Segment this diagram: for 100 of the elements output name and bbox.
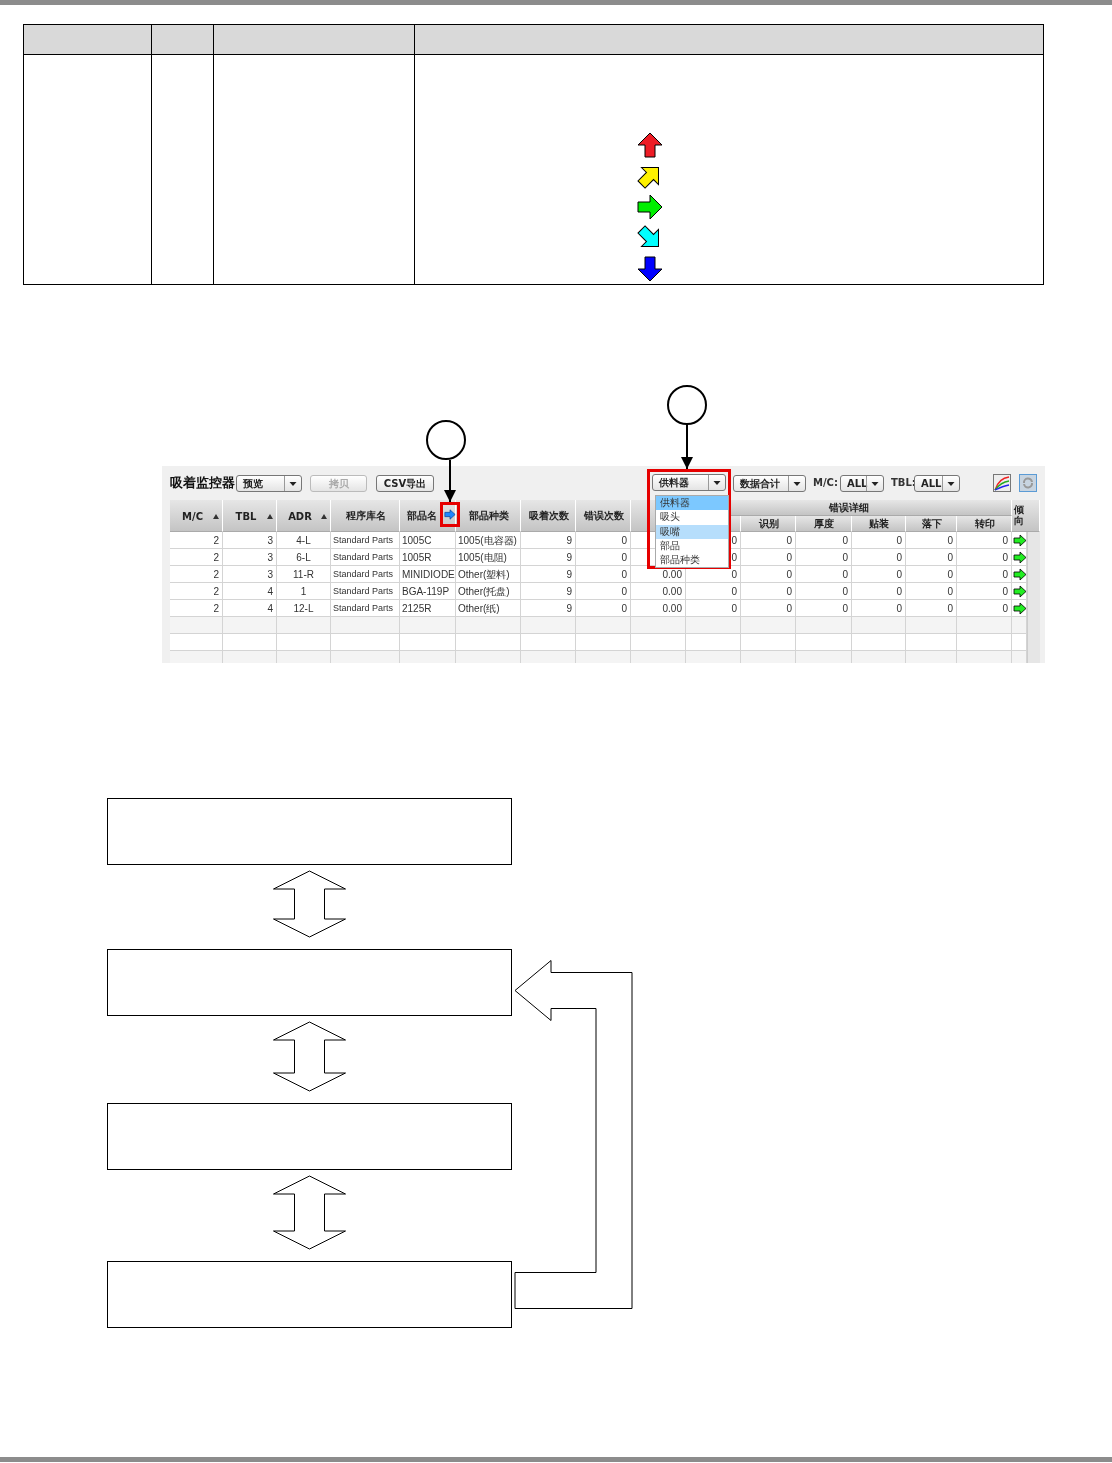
cell-text: Standard Parts bbox=[333, 568, 394, 581]
cell-text: Standard Parts bbox=[333, 551, 394, 564]
callout-circle bbox=[667, 385, 707, 425]
cell-text: 0.00 bbox=[662, 568, 682, 581]
cell-text: Other(纸) bbox=[458, 602, 500, 615]
cell-text: 2 bbox=[213, 585, 219, 598]
cell-text: 0 bbox=[842, 568, 848, 581]
cell-text: 0 bbox=[896, 551, 902, 564]
cell-text: Other(塑料) bbox=[458, 568, 510, 581]
cell-text: 0 bbox=[786, 534, 792, 547]
cell-text: 0 bbox=[731, 534, 737, 547]
column-header: 转印 bbox=[974, 517, 995, 531]
cell-text: 0 bbox=[786, 551, 792, 564]
dropdown-select: ALL bbox=[840, 475, 884, 492]
highlight-box bbox=[647, 469, 731, 569]
cell-text: 3 bbox=[267, 568, 273, 581]
cell-text: 0 bbox=[1002, 602, 1008, 615]
dropdown-select: 供料器 bbox=[652, 474, 726, 491]
cell-text: 0 bbox=[896, 568, 902, 581]
column-header: 落下 bbox=[921, 517, 942, 531]
cell-text: 0 bbox=[842, 602, 848, 615]
column-header: ADR bbox=[288, 510, 312, 522]
cell-text: 0.00 bbox=[662, 602, 682, 615]
window-title: 吸着监控器 bbox=[170, 474, 235, 492]
cell-text: 0 bbox=[947, 585, 953, 598]
cell-text: 9 bbox=[566, 585, 572, 598]
arrow bbox=[681, 424, 693, 470]
dropdown-select: 数据合计 bbox=[733, 475, 806, 492]
column-header: M/C bbox=[182, 510, 203, 522]
dropdown-option: 部品种类 bbox=[656, 553, 728, 568]
column-header: 倾向 bbox=[1014, 504, 1024, 526]
cell-text: Standard Parts bbox=[333, 602, 394, 615]
cell-text: 3 bbox=[267, 534, 273, 547]
cell-text: MINIDIODE bbox=[402, 568, 455, 581]
double-arrow bbox=[273, 870, 346, 938]
toolbar-button: 拷贝 bbox=[310, 475, 367, 492]
cell-text: 0 bbox=[731, 602, 737, 615]
highlight-box bbox=[440, 502, 460, 527]
process-box bbox=[107, 1103, 512, 1170]
cell-text: 0 bbox=[786, 568, 792, 581]
cell-text: 0 bbox=[896, 534, 902, 547]
cell-text: 9 bbox=[566, 534, 572, 547]
cell-text: 0 bbox=[786, 585, 792, 598]
cell-text: 6-L bbox=[296, 551, 311, 564]
cell-text: 2 bbox=[213, 534, 219, 547]
cell-text: 4 bbox=[267, 602, 273, 615]
cell-text: 0 bbox=[947, 568, 953, 581]
cell-text: 0 bbox=[896, 585, 902, 598]
filter-label: TBL: bbox=[891, 477, 916, 488]
cell-text: 1005(电容器) bbox=[458, 534, 517, 547]
cell-text: 2 bbox=[213, 602, 219, 615]
arrow bbox=[444, 459, 456, 503]
cell-text: 9 bbox=[566, 551, 572, 564]
column-header: 错误次数 bbox=[583, 509, 624, 523]
cell-text: Standard Parts bbox=[333, 534, 394, 547]
cell-text: 0 bbox=[842, 585, 848, 598]
cell-text: 11-R bbox=[293, 568, 314, 581]
cell-text: Standard Parts bbox=[333, 585, 394, 598]
cell-text: 1005(电阻) bbox=[458, 551, 507, 564]
cell-text: 0 bbox=[621, 551, 627, 564]
toolbar-button: CSV导出 bbox=[376, 475, 434, 492]
cell-text: 0 bbox=[731, 551, 737, 564]
cell-text: 0 bbox=[731, 568, 737, 581]
cell-text: 12-L bbox=[293, 602, 314, 615]
cell-text: 3 bbox=[267, 551, 273, 564]
cell-text: 0 bbox=[947, 534, 953, 547]
cell-text: 0 bbox=[1002, 585, 1008, 598]
dropdown-option: 部品 bbox=[656, 538, 728, 553]
column-header: 程序库名 bbox=[345, 509, 386, 523]
cell-text: 1005R bbox=[402, 551, 432, 564]
cell-text: 0 bbox=[947, 551, 953, 564]
double-arrow bbox=[273, 1175, 346, 1250]
return-arrow bbox=[514, 960, 633, 1309]
cell-text: 2 bbox=[213, 568, 219, 581]
cell-text: 0 bbox=[842, 534, 848, 547]
filter-label: M/C: bbox=[813, 477, 838, 488]
column-header: TBL bbox=[235, 510, 257, 522]
cell-text: 0 bbox=[1002, 568, 1008, 581]
cell-text: 4-L bbox=[296, 534, 311, 547]
process-box bbox=[107, 1261, 512, 1328]
column-header: 厚度 bbox=[814, 517, 834, 531]
cell-text: 0 bbox=[621, 585, 627, 598]
cell-text: 0 bbox=[1002, 534, 1008, 547]
column-header: 吸着次数 bbox=[528, 509, 569, 523]
cell-text: 9 bbox=[566, 602, 572, 615]
cell-text: 1005C bbox=[402, 534, 432, 547]
cell-text: 0 bbox=[1002, 551, 1008, 564]
process-box bbox=[107, 798, 512, 865]
dropdown-option: 供料器 bbox=[656, 496, 728, 510]
column-header: 识别 bbox=[758, 517, 779, 531]
cell-text: BGA-119P bbox=[402, 585, 450, 598]
cell-text: 0.00 bbox=[662, 585, 682, 598]
cell-text: 2 bbox=[213, 551, 219, 564]
cell-text: 2125R bbox=[402, 602, 432, 615]
cell-text: 0 bbox=[621, 534, 627, 547]
cell-text: 0 bbox=[786, 602, 792, 615]
dropdown-select: 预览 bbox=[236, 475, 302, 492]
cell-text: 0 bbox=[947, 602, 953, 615]
cell-text: 0 bbox=[621, 568, 627, 581]
dropdown-option: 吸头 bbox=[656, 510, 728, 525]
